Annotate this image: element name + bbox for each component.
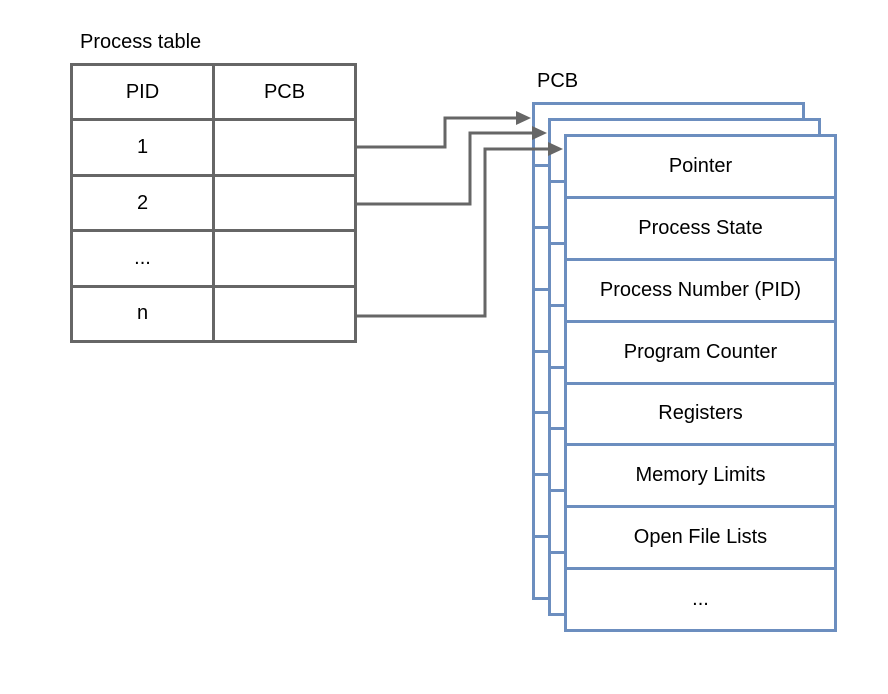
pid-cell: 2 — [73, 176, 215, 230]
pid-cell: 1 — [73, 121, 215, 174]
pcb-pointer-cell — [215, 121, 354, 173]
pcb-title: PCB — [537, 70, 579, 92]
pcb-row-process-number: Process Number (PID) — [567, 257, 834, 320]
process-table-row-ellipsis: ... — [73, 229, 354, 285]
pcb-row-open-file-lists: Open File Lists — [567, 505, 834, 567]
pcb-row-registers: Registers — [567, 381, 834, 444]
pcb-row-pointer: Pointer — [668, 154, 733, 177]
arrow-row2-to-middle-pcb — [357, 126, 547, 206]
header-cell-pid: PID — [73, 66, 215, 119]
process-table: PID PCB 1 2 ... n — [70, 63, 357, 343]
pid-cell: n — [73, 287, 215, 341]
pcb-row-process-state: Process State — [567, 195, 834, 258]
pcb-pointer-cell — [215, 232, 354, 284]
arrow-row1-to-back-pcb — [357, 111, 531, 149]
pcb-row-ellipsis: ... — [567, 567, 834, 629]
pcb-pointer-cell — [215, 177, 354, 229]
process-table-row-n: n — [73, 284, 354, 341]
pcb-stack-layer-front: Pointer Process State Process Number (PI… — [564, 134, 837, 632]
pcb-row-memory-limits: Memory Limits — [567, 443, 834, 505]
header-cell-pcb: PCB — [263, 80, 306, 103]
process-table-header-row: PID PCB — [73, 66, 354, 119]
process-table-row-2: 2 — [73, 173, 354, 230]
pid-cell: ... — [73, 232, 215, 285]
pcb-row-program-counter: Program Counter — [567, 319, 834, 382]
pcb-pointer-cell — [215, 288, 354, 340]
process-table-title: Process table — [80, 31, 202, 53]
process-table-row-1: 1 — [73, 118, 354, 174]
